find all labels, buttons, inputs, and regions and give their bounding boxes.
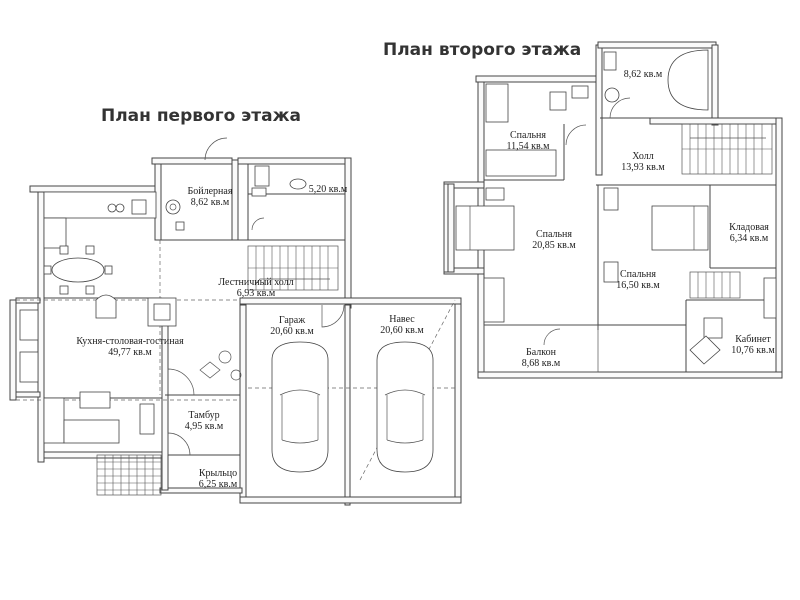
- room-name: Бойлерная: [187, 186, 233, 197]
- wc-fixtures: [251, 165, 307, 231]
- room-name: Гараж: [278, 315, 306, 326]
- room-label-storage: Кладовая 6,34 кв.м: [729, 222, 769, 244]
- second-floor-stairs: [681, 123, 773, 175]
- room-name: Тамбур: [188, 410, 220, 421]
- office-stairs: [689, 271, 741, 299]
- bathroom-fixtures: [603, 49, 709, 119]
- second-floor-title: План второго этажа: [383, 40, 582, 60]
- room-area: 4,95 кв.м: [184, 421, 224, 432]
- room-area: 13,93 кв.м: [621, 162, 665, 173]
- room-name: Крыльцо: [198, 468, 238, 479]
- room-label-balcony: Балкон 8,68 кв.м: [522, 347, 560, 369]
- room-area: 8,62 кв.м: [190, 197, 230, 208]
- room-area: 49,77 кв.м: [108, 347, 152, 358]
- room-area: 20,85 кв.м: [532, 240, 576, 251]
- room-area: 6,93 кв.м: [236, 288, 276, 299]
- first-floor-title: План первого этажа: [101, 106, 301, 126]
- bedroom2-bed: [455, 187, 515, 251]
- room-name: Холл: [632, 151, 654, 162]
- first-floor-stairs: [247, 245, 339, 291]
- room-name: Спальня: [509, 130, 547, 141]
- room-label-canopy: Навес 20,60 кв.м: [380, 314, 423, 336]
- room-name: Спальня: [535, 229, 573, 240]
- room-name: Навес: [389, 314, 415, 325]
- room-name: Кухня-столовая-гостиная: [76, 336, 184, 347]
- fireplace: [147, 297, 177, 327]
- room-area: 20,60 кв.м: [270, 326, 314, 337]
- first-floor-doors: [167, 304, 345, 456]
- second-floor-plan: [443, 41, 783, 379]
- room-area: 5,20 кв.м: [308, 184, 348, 195]
- room-name: Спальня: [619, 269, 657, 280]
- room-label-bedroom3: Спальня 16,50 кв.м: [616, 269, 659, 291]
- room-name: Балкон: [526, 347, 556, 358]
- room-area: 20,60 кв.м: [380, 325, 424, 336]
- first-floor-walls: [9, 157, 462, 506]
- canopy-car: [376, 341, 434, 473]
- room-label-vestibule: Тамбур 4,95 кв.м: [185, 410, 223, 432]
- room-area: 11,54 кв.м: [506, 141, 550, 152]
- room-label-wc: 5,20 кв.м: [309, 184, 347, 195]
- room-label-bath: 8,62 кв.м: [624, 69, 662, 80]
- room-label-bedroom2: Спальня 20,85 кв.м: [532, 229, 575, 251]
- office-furniture: [689, 277, 777, 365]
- boiler-equipment: [165, 137, 228, 231]
- room-name: Кабинет: [735, 334, 771, 345]
- room-area: 8,68 кв.м: [521, 358, 561, 369]
- kitchen-counters: [43, 191, 157, 249]
- room-area: 6,25 кв.м: [198, 479, 238, 490]
- room-area: 16,50 кв.м: [616, 280, 660, 291]
- porch-steps: [96, 454, 162, 496]
- room-label-garage: Гараж 20,60 кв.м: [270, 315, 313, 337]
- bedroom3-bed: [603, 187, 709, 283]
- room-label-boiler: Бойлерная 8,62 кв.м: [188, 186, 233, 208]
- balcony-railing: [483, 277, 599, 373]
- room-label-stair-hall: Лестничный холл 6,93 кв.м: [218, 277, 293, 299]
- room-label-porch: Крыльцо 6,25 кв.м: [199, 468, 237, 490]
- garage-car: [271, 341, 329, 473]
- room-area: 6,34 кв.м: [729, 233, 769, 244]
- room-area: 8,62 кв.м: [623, 69, 663, 80]
- room-area: 10,76 кв.м: [731, 345, 775, 356]
- room-name: Кладовая: [729, 222, 769, 233]
- room-label-bedroom1: Спальня 11,54 кв.м: [506, 130, 549, 152]
- room-label-office: Кабинет 10,76 кв.м: [731, 334, 774, 356]
- room-label-kitchen: Кухня-столовая-гостиная 49,77 кв.м: [76, 336, 183, 358]
- room-name: Лестничный холл: [218, 277, 294, 288]
- room-label-hall: Холл 13,93 кв.м: [621, 151, 664, 173]
- first-floor-plan: [9, 137, 462, 506]
- dining-table: [43, 245, 113, 295]
- living-furniture: [19, 294, 242, 444]
- bedroom1-furniture: [485, 83, 589, 177]
